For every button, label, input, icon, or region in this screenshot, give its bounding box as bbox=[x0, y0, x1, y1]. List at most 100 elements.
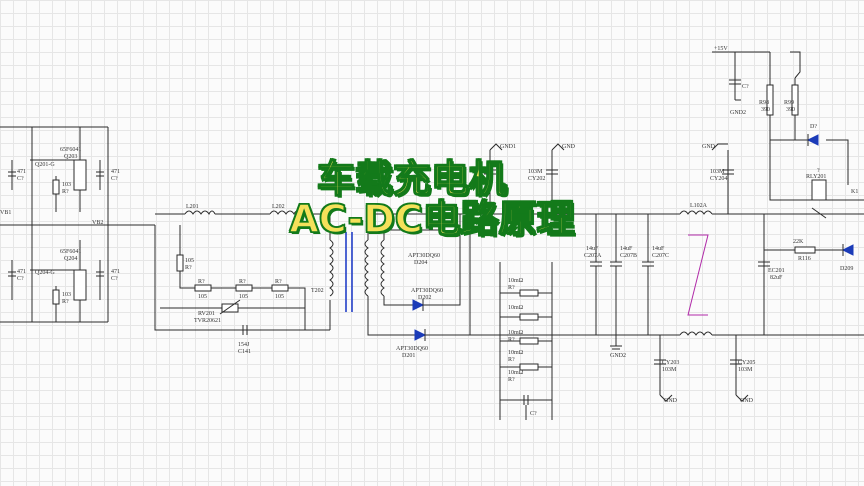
ec201-label: EC201 bbox=[768, 268, 785, 274]
r10m3-label: 10mΩ bbox=[508, 330, 524, 336]
apt1-label: APT30DQ60 bbox=[408, 253, 440, 259]
c207a-label: C207A bbox=[584, 253, 602, 259]
cqb-label: C? bbox=[111, 176, 118, 182]
apt2-label: APT30DQ60 bbox=[411, 288, 443, 294]
fet2-label: 65F6041 bbox=[60, 249, 81, 255]
vb2-label: VB2 bbox=[92, 220, 103, 226]
gnd-b-label: GND bbox=[702, 144, 716, 150]
dq-label: D? bbox=[810, 124, 817, 130]
r105cq-label: R? bbox=[275, 279, 282, 285]
c207c-label: C207C bbox=[652, 253, 669, 259]
l102a-label: L102A bbox=[690, 203, 708, 209]
common-mode-choke: L102A CY203 103M GND CY205 103M GND GND … bbox=[654, 143, 864, 404]
c471b-label: 471 bbox=[111, 169, 120, 175]
cq-label: C? bbox=[530, 411, 537, 417]
q204-label: Q204 bbox=[64, 256, 77, 262]
l202-label: L202 bbox=[272, 204, 285, 210]
r99v-label: 390 bbox=[786, 107, 795, 113]
rq3-label: R? bbox=[508, 357, 515, 363]
d209-label: D209 bbox=[840, 266, 853, 272]
q204g-label: Q204-G bbox=[35, 270, 55, 276]
r10m1-label: 10mΩ bbox=[508, 278, 524, 284]
rq6-label: R? bbox=[62, 299, 69, 305]
fet1-label: 65F6041 bbox=[60, 147, 81, 153]
primary-side: L201 L202 105 R? R? 105 R? 105 R? 105 RV… bbox=[154, 204, 330, 355]
d201-label: D201 bbox=[402, 353, 415, 359]
top-ycaps: GND1 GND 103M CY202 bbox=[484, 143, 576, 214]
c103c-label: 103M bbox=[662, 367, 677, 373]
cy204-label: CY204 bbox=[710, 176, 727, 182]
c14a-label: 14uF bbox=[586, 246, 599, 252]
cy202-label: CY202 bbox=[528, 176, 545, 182]
gnd-c-label: GND bbox=[664, 398, 678, 404]
c103a-label: 103M bbox=[528, 169, 543, 175]
c154-label: 154J bbox=[238, 342, 250, 348]
transformer-t202: T202 bbox=[311, 214, 385, 330]
vb1-label: VB1 bbox=[0, 210, 11, 216]
rq4-label: R? bbox=[508, 377, 515, 383]
rly-num-label: ? bbox=[817, 168, 820, 174]
rq1-label: R? bbox=[508, 285, 515, 291]
r98v-label: 390 bbox=[761, 107, 770, 113]
rv201-label: RV201 bbox=[198, 311, 215, 317]
cqd-label: C? bbox=[111, 276, 118, 282]
l201-label: L201 bbox=[186, 204, 199, 210]
cqa-label: C? bbox=[17, 176, 24, 182]
gnd-label-a: GND bbox=[562, 144, 576, 150]
d204-label: D204 bbox=[414, 260, 427, 266]
d202-label: D202 bbox=[418, 295, 431, 301]
r22k-label: 22K bbox=[793, 239, 804, 245]
r105b-label: 105 bbox=[239, 294, 248, 300]
p15v-label: +15V bbox=[714, 46, 728, 52]
k1-label: K1 bbox=[851, 189, 858, 195]
cy205-label: CY205 bbox=[738, 360, 755, 366]
r105c-label: 105 bbox=[275, 294, 284, 300]
gnd-d-label: GND bbox=[740, 398, 754, 404]
cqc-label: C? bbox=[17, 276, 24, 282]
r105q-label: R? bbox=[185, 265, 192, 271]
gnd2-mid-label: GND2 bbox=[610, 353, 626, 359]
left-bridge: 65F6041 Q203 Q201-G 65F6041 Q204 Q204-G … bbox=[0, 126, 155, 323]
q203-label: Q203 bbox=[64, 154, 77, 160]
r105aq-label: R? bbox=[198, 279, 205, 285]
ec201v-label: 82uF bbox=[770, 275, 783, 281]
apt3-label: APT30DQ60 bbox=[396, 346, 428, 352]
r103b-label: 103 bbox=[62, 292, 71, 298]
cy203-label: CY203 bbox=[662, 360, 679, 366]
r103a-label: 103 bbox=[62, 182, 71, 188]
r116-label: R116 bbox=[798, 256, 811, 262]
rq5-label: R? bbox=[62, 189, 69, 195]
gnd1-label: GND1 bbox=[500, 144, 516, 150]
r98-label: R98 bbox=[759, 100, 769, 106]
rly-label: RLY201 bbox=[806, 174, 826, 180]
r105a-label: 105 bbox=[198, 294, 207, 300]
output-filter: 14uF C207A 14uF C207B 14uF C207C GND2 bbox=[470, 213, 680, 359]
rq2-label: R? bbox=[508, 337, 515, 343]
r10m5-label: 10mΩ bbox=[508, 370, 524, 376]
shunt-resistor-bank: 10mΩ R? 10mΩ 10mΩ R? 10mΩ R? 10mΩ R? C? bbox=[499, 262, 553, 420]
c471c-label: 471 bbox=[17, 269, 26, 275]
c103b-label: 103M bbox=[710, 169, 725, 175]
c14c-label: 14uF bbox=[652, 246, 665, 252]
tvr-label: TVR20621 bbox=[194, 318, 221, 324]
c14b-label: 14uF bbox=[620, 246, 633, 252]
c471d-label: 471 bbox=[111, 269, 120, 275]
c471a-label: 471 bbox=[17, 169, 26, 175]
title-line-2: AC-DC电路原理 bbox=[289, 197, 576, 241]
c141-label: C141 bbox=[238, 349, 251, 355]
relay-section: +15V C? GND2 R98 390 R99 390 D? ? RLY201… bbox=[712, 46, 864, 335]
c207b-label: C207B bbox=[620, 253, 637, 259]
r99-label: R99 bbox=[784, 100, 794, 106]
c103d-label: 103M bbox=[738, 367, 753, 373]
r10m2-label: 10mΩ bbox=[508, 305, 524, 311]
title-line-1: 车载充电机 bbox=[316, 157, 508, 201]
video-title-overlay: 车载充电机 AC-DC电路原理 bbox=[0, 157, 864, 241]
r105-label: 105 bbox=[185, 258, 194, 264]
r10m4-label: 10mΩ bbox=[508, 350, 524, 356]
q201-label: Q201-G bbox=[35, 162, 55, 168]
vo-label: VO bbox=[563, 209, 572, 215]
c7-top-label: C? bbox=[742, 84, 749, 90]
t202-label: T202 bbox=[311, 288, 324, 294]
